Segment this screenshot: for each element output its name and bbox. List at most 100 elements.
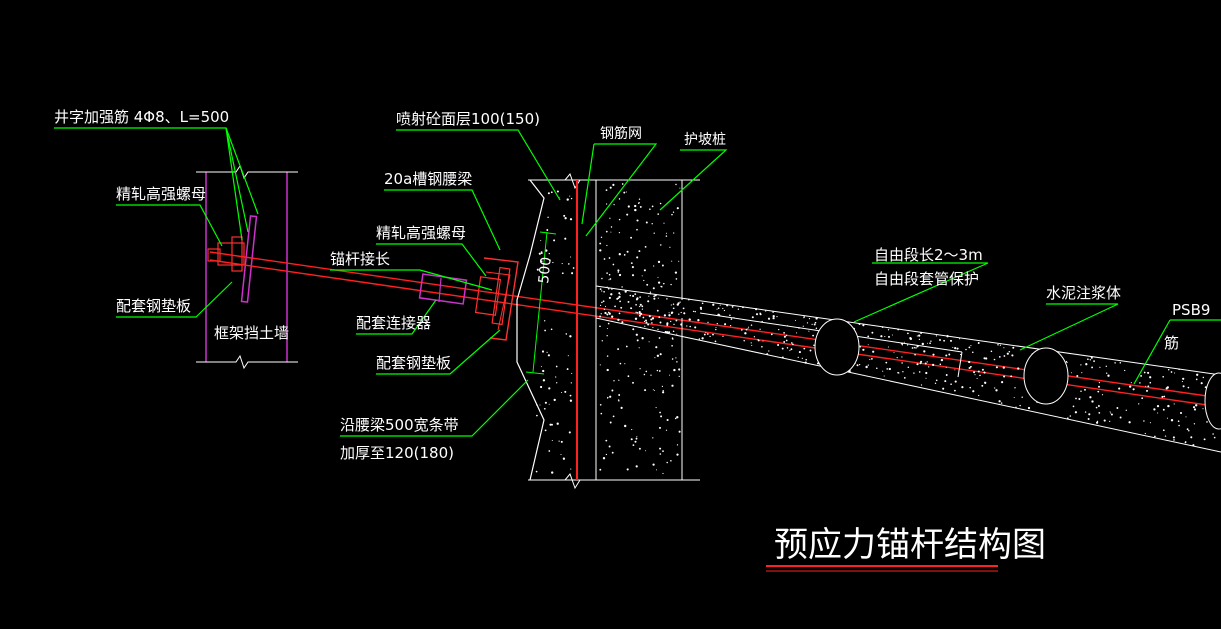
concrete-speckle [625,345,628,348]
concrete-speckle [1109,411,1111,413]
concrete-speckle [998,356,1001,358]
concrete-speckle [856,364,859,367]
concrete-speckle [983,371,986,374]
concrete-speckle [569,218,573,221]
concrete-speckle [1098,381,1101,384]
concrete-speckle [643,269,646,272]
concrete-speckle [1069,415,1072,417]
concrete-speckle [983,357,986,360]
concrete-speckle [618,292,621,295]
concrete-speckle [1202,376,1205,379]
concrete-speckle [599,468,602,471]
concrete-speckle [655,407,657,409]
concrete-speckle [1017,367,1020,370]
concrete-speckle [630,262,633,265]
concrete-speckle [1165,387,1168,390]
concrete-speckle [564,237,567,240]
coupler [418,273,468,305]
concrete-speckle [642,316,645,319]
concrete-speckle [715,328,717,331]
concrete-speckle [661,385,664,388]
concrete-speckle [1013,396,1015,399]
concrete-speckle [608,279,610,281]
right-plate-nut [474,257,519,341]
concrete-speckle [630,307,633,310]
concrete-speckle [609,421,612,424]
concrete-speckle [616,297,619,300]
concrete-speckle [661,264,664,267]
concrete-speckle [668,331,671,334]
concrete-speckle [750,324,753,326]
concrete-speckle [666,418,669,422]
concrete-speckle [974,374,976,376]
concrete-speckle [544,329,546,332]
concrete-speckle [638,447,641,450]
concrete-speckle [931,363,935,367]
concrete-speckle [789,349,791,352]
concrete-speckle [561,391,563,394]
concrete-speckle [1091,366,1094,369]
concrete-speckle [1075,397,1077,400]
concrete-speckle [617,297,620,300]
concrete-speckle [965,348,967,351]
concrete-speckle [548,450,551,452]
concrete-speckle [659,447,662,450]
concrete-speckle [869,359,871,361]
concrete-speckle [600,304,602,306]
concrete-speckle [1070,372,1072,374]
concrete-speckle [641,305,644,308]
concrete-speckle [811,323,813,325]
concrete-speckle [1149,422,1151,424]
concrete-speckle [612,183,615,186]
concrete-speckle [570,197,573,200]
concrete-speckle [626,213,629,216]
concrete-speckle [1192,406,1196,409]
concrete-speckle [627,205,630,208]
concrete-speckle [753,336,756,338]
concrete-speckle [815,327,818,330]
concrete-speckle [551,471,554,474]
concrete-speckle [676,416,679,419]
concrete-speckle [639,303,642,306]
concrete-speckle [599,325,601,328]
concrete-speckle [960,353,962,356]
concrete-speckle [747,327,749,329]
concrete-speckle [1213,436,1216,439]
concrete-speckle [602,300,605,303]
concrete-speckle [993,358,996,361]
concrete-speckle [561,272,564,275]
concrete-speckle [1097,405,1100,407]
concrete-speckle [648,295,650,297]
concrete-speckle [678,313,680,315]
concrete-speckle [976,377,978,379]
concrete-speckle [617,399,620,401]
concrete-speckle [536,268,539,271]
concrete-speckle [948,353,951,356]
concrete-speckle [797,356,799,359]
concrete-speckle [569,256,572,258]
concrete-speckle [649,291,652,293]
concrete-speckle [630,438,633,441]
concrete-speckle [672,211,675,213]
concrete-speckle [1014,387,1016,389]
concrete-speckle [631,266,634,269]
concrete-speckle [1195,404,1198,407]
concrete-speckle [885,361,888,364]
concrete-speckle [1149,381,1152,384]
concrete-speckle [865,365,868,369]
concrete-speckle [634,208,637,212]
concrete-speckle [659,202,662,205]
concrete-speckle [719,304,721,306]
concrete-speckle [907,332,909,335]
concrete-speckle [629,294,632,297]
concrete-speckle [712,333,714,336]
concrete-speckle [639,305,641,308]
concrete-speckle [698,338,701,340]
concrete-speckle [935,335,938,337]
concrete-speckle [1080,390,1082,392]
concrete-speckle [748,326,750,328]
concrete-speckle [676,303,679,306]
concrete-speckle [1125,409,1127,411]
concrete-speckle [639,312,643,316]
concrete-speckle [601,290,603,292]
